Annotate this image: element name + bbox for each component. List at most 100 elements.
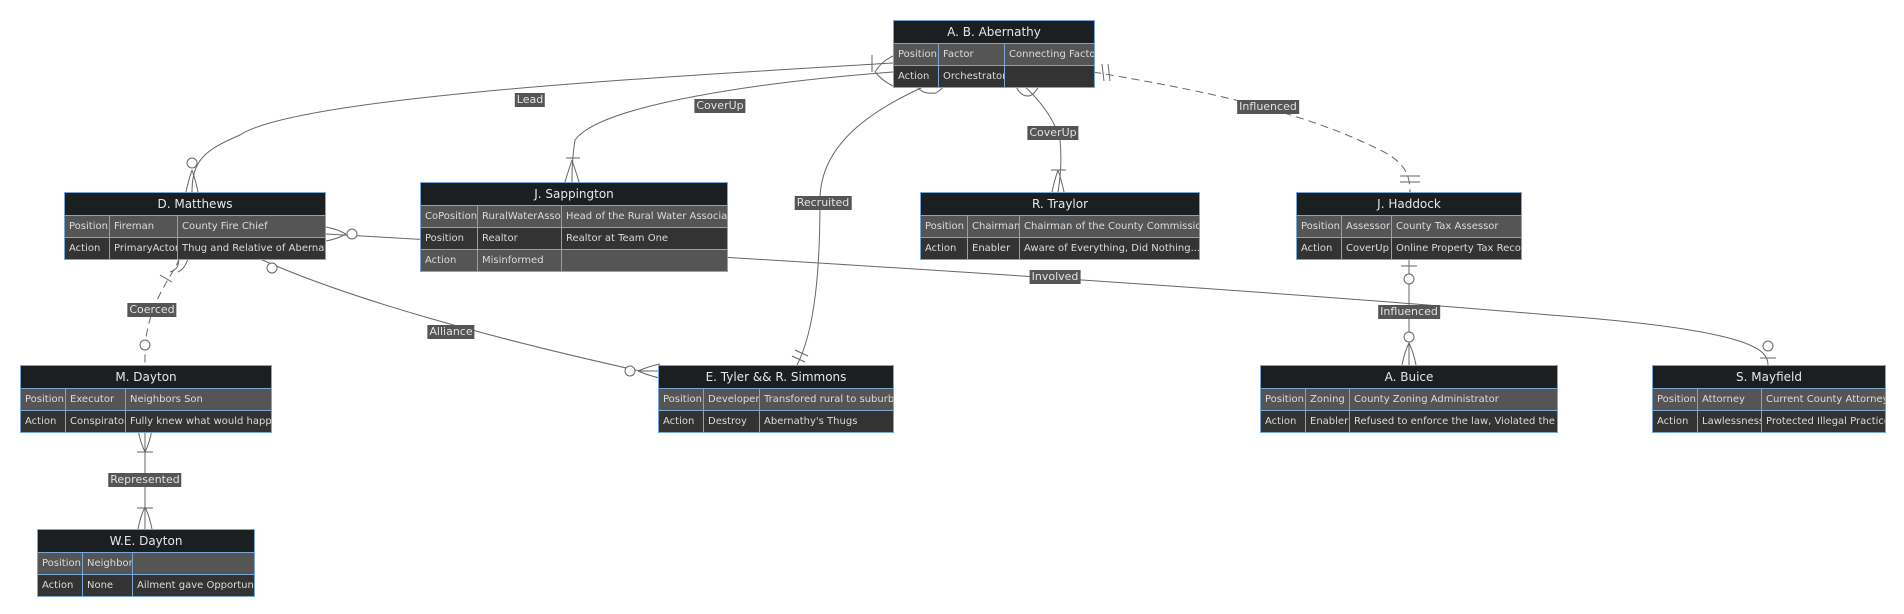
entity-title: E. Tyler && R. Simmons [659,366,893,389]
attr-comment: Head of the Rural Water Association [561,206,727,227]
attr-key: Position [659,389,703,410]
attribute-row: Action Lawlessness Protected Illegal Pra… [1653,410,1885,432]
attr-key: Position [421,228,477,249]
attr-key: Action [1297,238,1341,259]
attr-comment: Transfored rural to suburban [759,389,893,410]
attr-type: Attorney [1697,389,1761,410]
attribute-row: Action Enabler Aware of Everything, Did … [921,237,1199,259]
attr-comment: Ailment gave Opportunity [132,575,254,596]
attr-key: Position [894,44,938,65]
attr-key: Action [21,411,65,432]
entity-sappington[interactable]: J. Sappington CoPosition RuralWaterAssoc… [420,182,728,272]
attr-key: Position [921,216,967,237]
label-alliance: Alliance [427,325,475,339]
label-coerced: Coerced [127,303,177,317]
attr-key: Action [38,575,82,596]
attr-type: Chairman [967,216,1019,237]
entity-mayfield[interactable]: S. Mayfield Position Attorney Current Co… [1652,365,1886,433]
attr-comment: County Tax Assessor [1391,216,1521,237]
attr-key: Action [65,238,109,259]
attr-type: CoverUp [1341,238,1391,259]
label-recruited: Recruited [794,196,852,210]
attr-key: Action [421,250,477,271]
attr-key: Action [921,238,967,259]
attr-key: Action [894,66,938,87]
attr-key: Position [1297,216,1341,237]
attr-type: Assessor [1341,216,1391,237]
entity-title: A. Buice [1261,366,1557,389]
attr-type: Enabler [967,238,1019,259]
attribute-row: Action PrimaryActor Thug and Relative of… [65,237,325,259]
attr-comment [132,553,254,574]
attr-comment: County Fire Chief [177,216,325,237]
entity-tyler-simmons[interactable]: E. Tyler && R. Simmons Position Develope… [658,365,894,433]
attribute-row: Action Enabler Refused to enforce the la… [1261,410,1557,432]
attribute-row: Position Executor Neighbors Son [21,389,271,410]
attr-comment: Refused to enforce the law, Violated the… [1349,411,1557,432]
attr-type: None [82,575,132,596]
attr-key: Action [1653,411,1697,432]
attribute-row: Action Orchestrator [894,65,1094,87]
entity-title: S. Mayfield [1653,366,1885,389]
entity-we-dayton[interactable]: W.E. Dayton Position Neighbor Action Non… [37,529,255,597]
entity-traylor[interactable]: R. Traylor Position Chairman Chairman of… [920,192,1200,260]
entity-buice[interactable]: A. Buice Position Zoning County Zoning A… [1260,365,1558,433]
attr-key: Action [1261,411,1305,432]
attr-type: Lawlessness [1697,411,1761,432]
attr-type: Enabler [1305,411,1349,432]
label-coverup-traylor: CoverUp [1027,126,1079,140]
attr-key: CoPosition [421,206,477,227]
attr-type: Neighbor [82,553,132,574]
attr-type: Destroy [703,411,759,432]
attr-key: Position [1653,389,1697,410]
entity-title: D. Matthews [65,193,325,216]
attr-comment [561,250,727,271]
attribute-row: Action Misinformed [421,249,727,271]
attr-comment: Abernathy's Thugs [759,411,893,432]
entity-title: A. B. Abernathy [894,21,1094,44]
entity-title: M. Dayton [21,366,271,389]
attr-comment: Online Property Tax Records [1391,238,1521,259]
attr-comment: Neighbors Son [125,389,271,410]
edge-coverup1 [571,71,894,183]
label-influenced-buice: Influenced [1378,305,1440,319]
attr-type: Executor [65,389,125,410]
attr-comment: Current County Attorney [1761,389,1885,410]
attr-comment: Aware of Everything, Did Nothing... [1019,238,1199,259]
attribute-row: Action CoverUp Online Property Tax Recor… [1297,237,1521,259]
attribute-row: CoPosition RuralWaterAssoc Head of the R… [421,206,727,227]
attr-key: Action [659,411,703,432]
attr-comment: Connecting Factor [1004,44,1094,65]
attribute-row: Action Conspirator Fully knew what would… [21,410,271,432]
attribute-row: Position Realtor Realtor at Team One [421,227,727,249]
label-coverup-sappington: CoverUp [694,99,746,113]
label-lead: Lead [514,93,546,107]
entity-haddock[interactable]: J. Haddock Position Assessor County Tax … [1296,192,1522,260]
attribute-row: Position Assessor County Tax Assessor [1297,216,1521,237]
attr-key: Position [38,553,82,574]
attribute-row: Action None Ailment gave Opportunity [38,574,254,596]
attribute-row: Position Attorney Current County Attorne… [1653,389,1885,410]
attr-key: Position [21,389,65,410]
attr-comment [1004,66,1094,87]
attribute-row: Position Zoning County Zoning Administra… [1261,389,1557,410]
attr-type: Factor [938,44,1004,65]
edge-lead [191,62,894,193]
attr-comment: Protected Illegal Practices [1761,411,1885,432]
entity-m-dayton[interactable]: M. Dayton Position Executor Neighbors So… [20,365,272,433]
attr-comment: County Zoning Administrator [1349,389,1557,410]
entity-abernathy[interactable]: A. B. Abernathy Position Factor Connecti… [893,20,1095,88]
edge-influenced1 [1092,71,1411,193]
attr-type: Developer [703,389,759,410]
attr-type: Realtor [477,228,561,249]
attribute-row: Position Developer Transfored rural to s… [659,389,893,410]
attr-type: Misinformed [477,250,561,271]
attribute-row: Position Chairman Chairman of the County… [921,216,1199,237]
attribute-row: Position Fireman County Fire Chief [65,216,325,237]
attr-type: Orchestrator [938,66,1004,87]
attribute-row: Position Neighbor [38,553,254,574]
entity-matthews[interactable]: D. Matthews Position Fireman County Fire… [64,192,326,260]
edge-recruited [796,83,931,366]
attribute-row: Action Destroy Abernathy's Thugs [659,410,893,432]
